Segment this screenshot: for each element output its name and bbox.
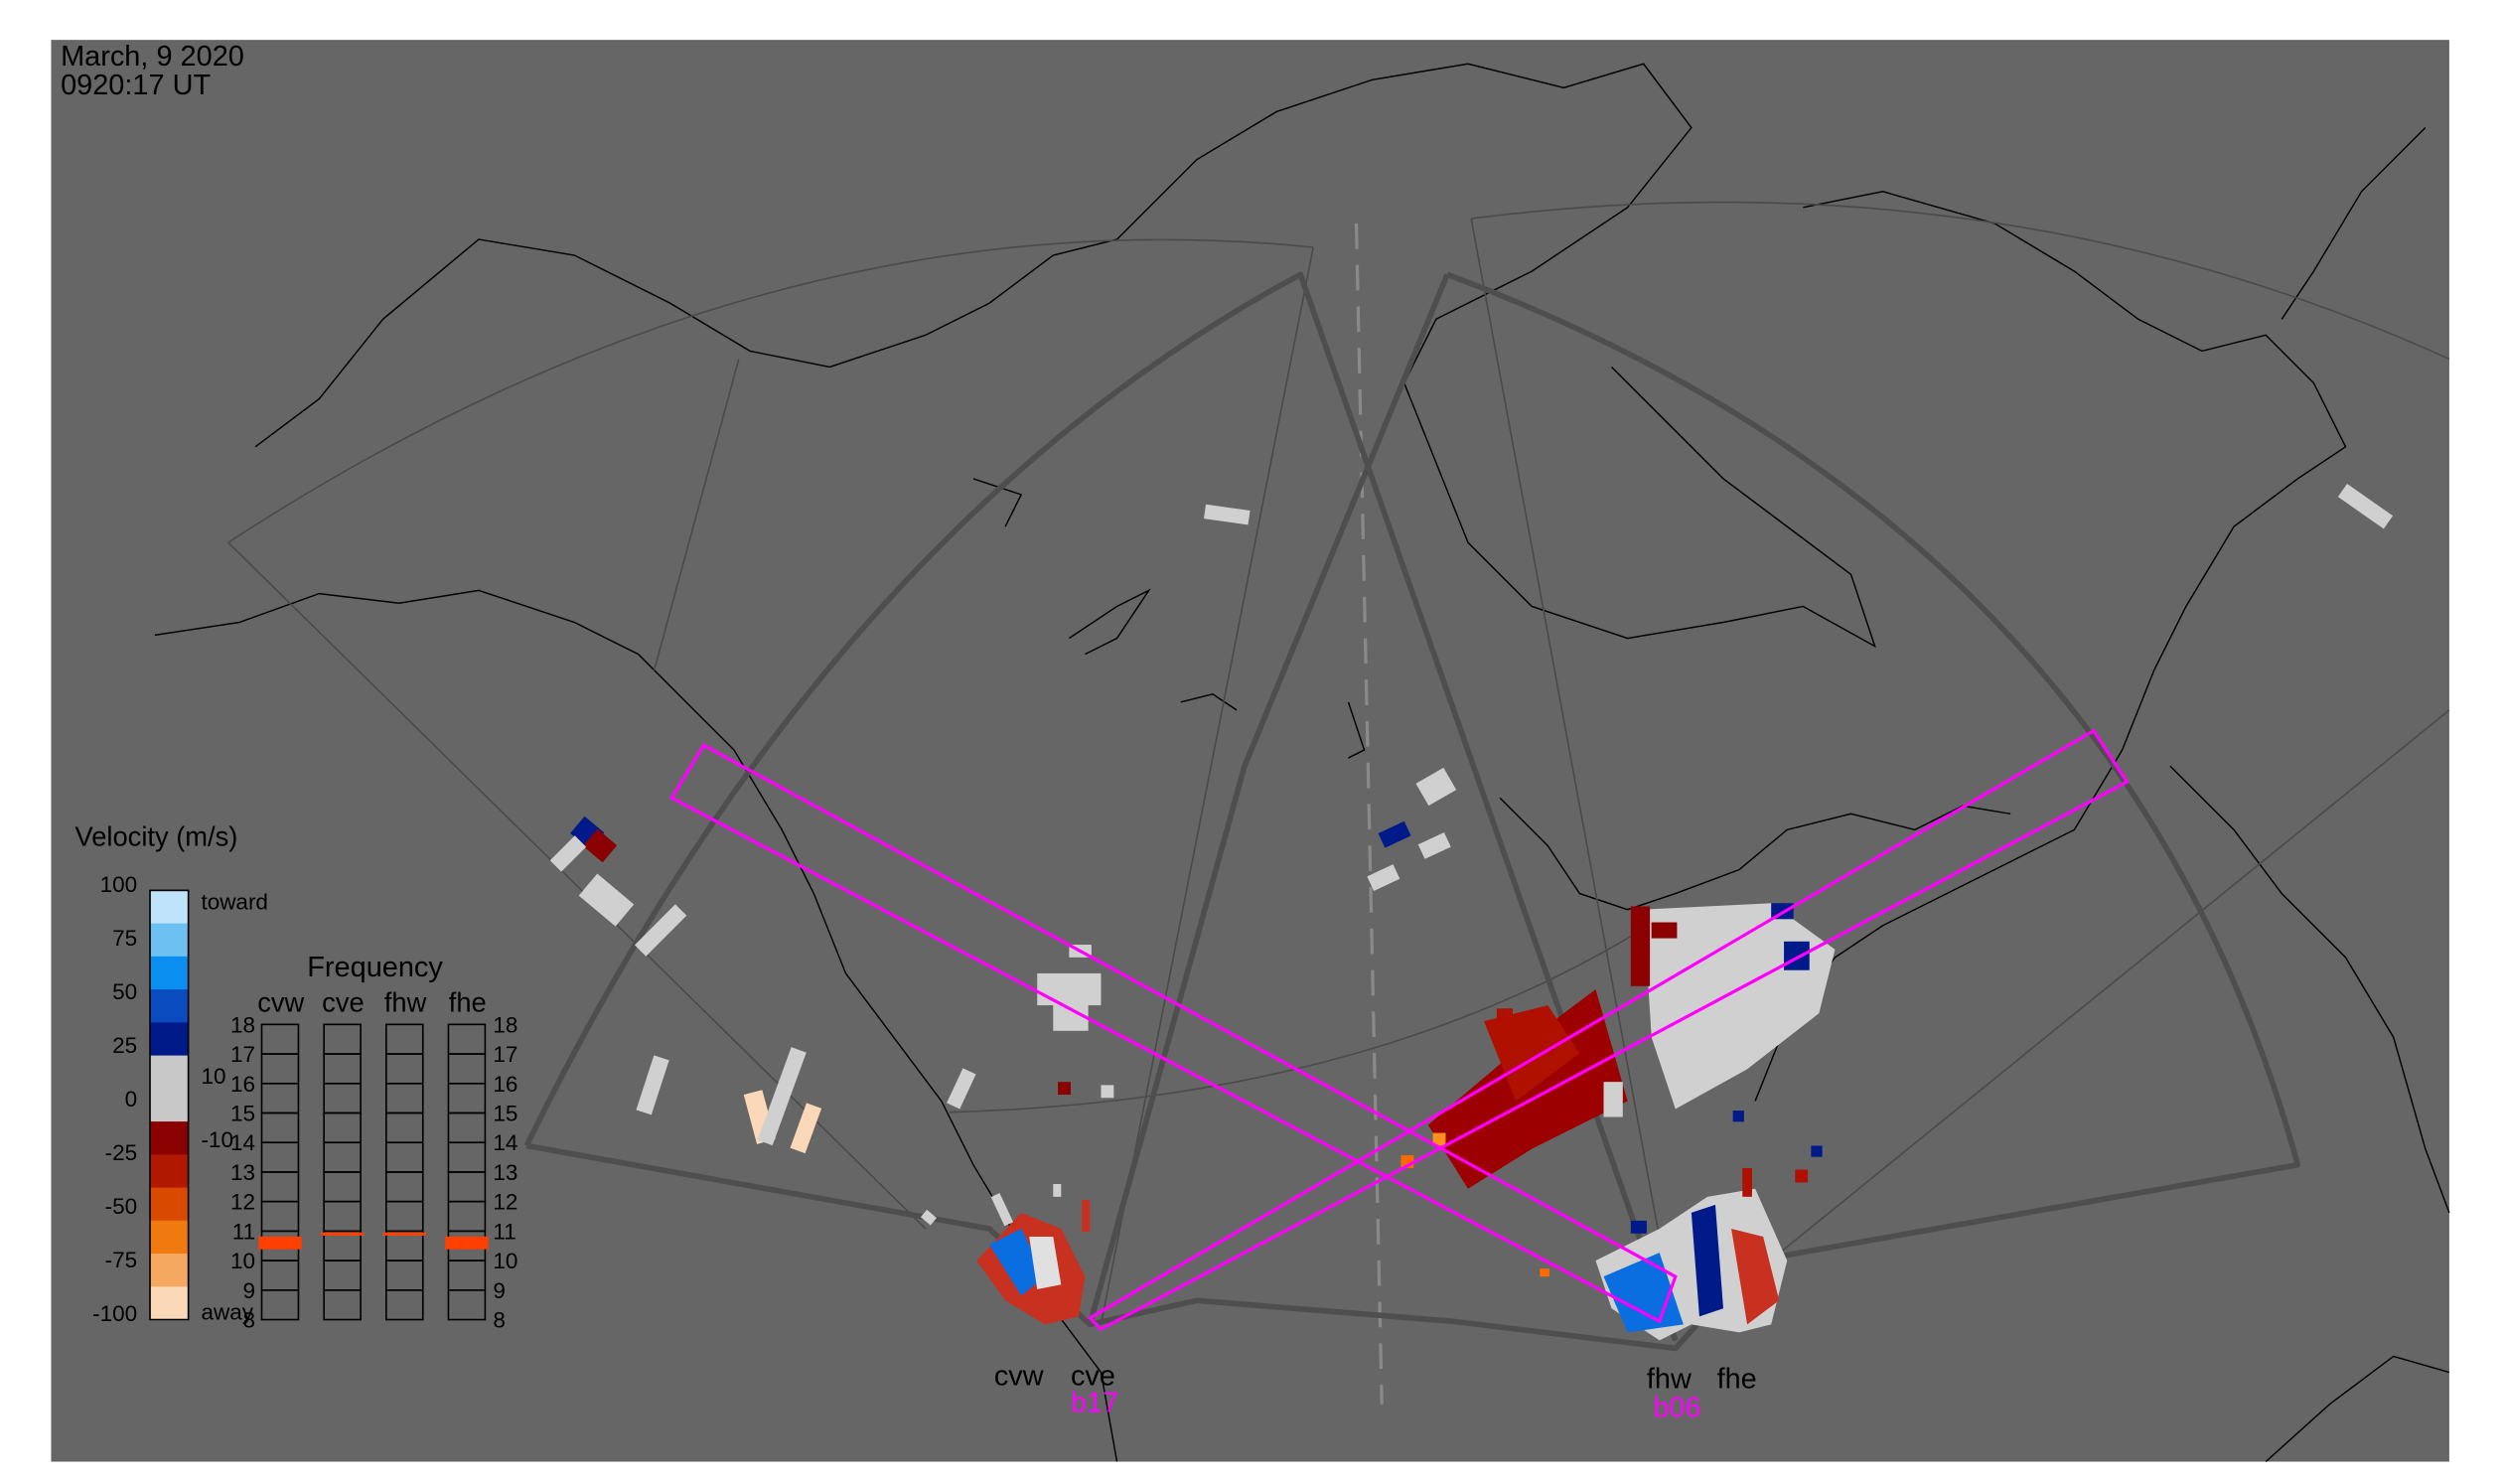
velocity-legend-title: Velocity (m/s) (75, 820, 238, 851)
frequency-tick-right: 11 (493, 1219, 515, 1244)
frequency-cell (385, 1289, 424, 1321)
velocity-legend: Velocity (m/s) 100 75 50 25 0 -25 -50 -75 -100 1… (75, 820, 268, 1326)
frequency-tick-left: 8 (243, 1308, 256, 1333)
velocity-tick: -25 (105, 1140, 137, 1165)
frequency-tick-right: 13 (493, 1160, 517, 1185)
date-label: March, 9 2020 (61, 41, 244, 73)
velocity-tick: 50 (112, 979, 137, 1004)
colorbar-segment (150, 1022, 189, 1057)
colorbar-segment (150, 1187, 189, 1222)
velocity-tick: -100 (92, 1301, 137, 1326)
frequency-tick-right: 15 (493, 1102, 517, 1126)
velocity-colorbar (150, 890, 189, 1321)
colorbar-segment (150, 1254, 189, 1288)
coastlines (154, 63, 2450, 1463)
colorbar-segment (150, 923, 189, 958)
colorbar-segment (150, 1154, 189, 1189)
colorbar-segment (150, 1220, 189, 1255)
frequency-tick-left: 16 (230, 1072, 255, 1097)
velocity-tick: -50 (105, 1194, 137, 1219)
colorbar-segment (150, 1121, 189, 1156)
frequency-tick-right: 8 (493, 1308, 506, 1333)
frequency-column-cvw: cvw (257, 986, 304, 1017)
frequency-title: Frequency (307, 952, 443, 983)
frequency-column-fhe: fhe (449, 986, 487, 1017)
frequency-tick-left: 13 (230, 1160, 255, 1185)
beam-label-cv: b17 (1071, 1388, 1118, 1419)
colorbar-segment (150, 989, 189, 1024)
frequency-column-cve: cve (322, 986, 364, 1017)
frequency-tick-left: 17 (230, 1042, 255, 1067)
frequency-cell (323, 1289, 362, 1321)
fov-thin-lines (227, 201, 2450, 1405)
velocity-tick-minus10: -10 (201, 1127, 232, 1152)
velocity-tick: 75 (112, 926, 137, 951)
frequency-tick-left: 10 (230, 1249, 255, 1273)
velocity-tick-10: 10 (201, 1064, 225, 1089)
beam-b17-outline (669, 743, 1678, 1324)
radar-label-cve: cve (1071, 1360, 1115, 1392)
radar-label-fhe: fhe (1717, 1364, 1757, 1396)
frequency-tick-left: 14 (230, 1130, 255, 1155)
velocity-tick: 0 (125, 1087, 138, 1112)
toward-label: toward (201, 890, 268, 915)
frequency-tick-right: 16 (493, 1072, 517, 1097)
frequency-marker-fhw (382, 1232, 426, 1236)
frequency-tick-left: 18 (230, 1012, 255, 1037)
beam-label-fh: b06 (1653, 1393, 1700, 1424)
frequency-marker-cve (320, 1232, 365, 1236)
beam-b06-outline (1087, 728, 2130, 1332)
frequency-cell (260, 1289, 300, 1321)
frequency-column-fhw: fhw (384, 986, 427, 1017)
colorbar-segment (150, 890, 189, 925)
colorbar-segment (150, 956, 189, 990)
frequency-cell (447, 1289, 487, 1321)
velocity-data (549, 484, 2394, 1341)
velocity-tick: 100 (100, 872, 138, 897)
colorbar-segment (150, 1286, 189, 1321)
fov-outlines (523, 271, 2301, 1352)
frequency-tick-left: 11 (232, 1219, 255, 1244)
frequency-tick-right: 10 (493, 1249, 517, 1273)
velocity-tick: 25 (112, 1033, 137, 1058)
frequency-marker-cvw (258, 1236, 302, 1250)
frequency-tick-right: 18 (493, 1012, 517, 1037)
frequency-tick-right: 9 (493, 1278, 506, 1303)
velocity-tick: -75 (105, 1248, 137, 1272)
away-label: away (201, 1300, 253, 1325)
frequency-tick-left: 15 (230, 1102, 255, 1126)
beam-outlines (669, 728, 2130, 1332)
radar-label-fhw: fhw (1647, 1364, 1692, 1396)
frequency-tick-right: 12 (493, 1190, 517, 1215)
time-label: 0920:17 UT (61, 70, 211, 101)
colorbar-segment (150, 1088, 189, 1122)
radar-label-cvw: cvw (994, 1360, 1044, 1392)
frequency-marker-fhe (445, 1236, 489, 1250)
colorbar-segment (150, 1055, 189, 1090)
frequency-tick-left: 12 (230, 1190, 255, 1215)
frequency-tick-right: 14 (493, 1130, 517, 1155)
frequency-tick-left: 9 (243, 1278, 256, 1303)
frequency-tick-right: 17 (493, 1042, 517, 1067)
